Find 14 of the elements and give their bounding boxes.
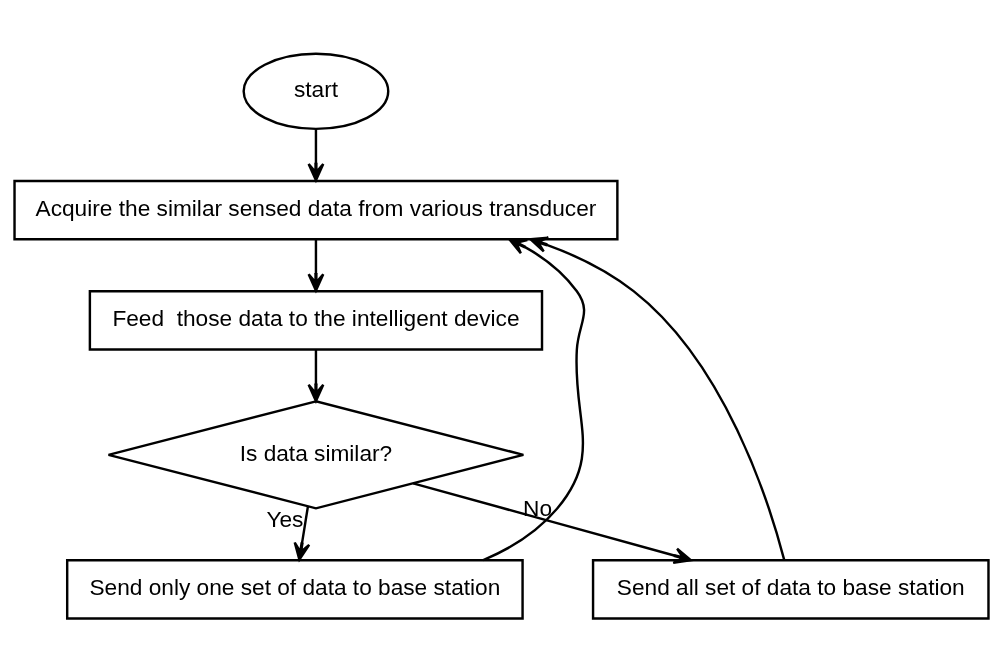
arrow (307, 239, 325, 292)
node-box: Acquire the similar sensed data from various transducer (13, 179, 619, 241)
arrow (412, 482, 692, 564)
node-box: Send all set of data to base station (591, 558, 990, 620)
arrow (529, 236, 786, 561)
arrow (482, 238, 586, 562)
arrow (307, 129, 325, 182)
node-ellipse: start (242, 52, 390, 131)
edge-label: No (523, 494, 553, 521)
node-diamond: Is data similar? (107, 400, 525, 510)
node-box: Send only one set of data to base station (65, 558, 524, 620)
arrow (307, 349, 325, 403)
arrow (293, 506, 311, 561)
node-box: Feed those data to the intelligent device (88, 289, 544, 351)
